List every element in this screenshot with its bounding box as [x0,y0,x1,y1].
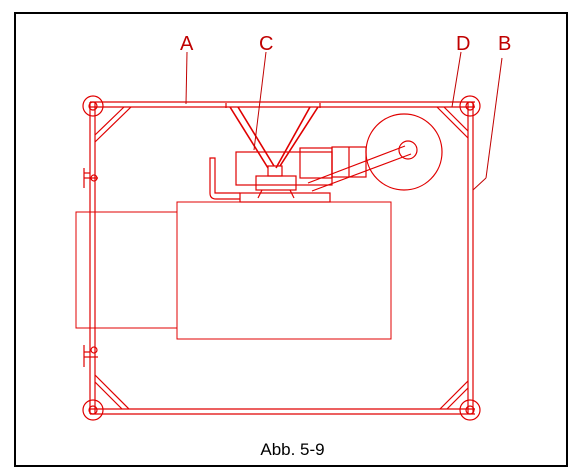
leader-a [185,51,188,105]
left-hinges [83,168,98,367]
leader-b-lower [472,177,487,191]
callout-a: A [180,33,194,55]
figure-caption: Abb. 5-9 [260,440,325,459]
leader-b-upper [485,57,503,179]
lifting-slings [225,103,321,169]
drive-reel [307,113,443,192]
lifting-eye-top-left [82,95,104,117]
figure-frame [14,12,568,467]
callout-d: D [456,33,470,55]
leader-c [253,51,267,151]
lifting-eye-top-right [459,95,481,117]
leader-d [451,51,462,108]
lifting-eye-bottom-right [459,399,481,421]
callout-b: B [498,33,511,55]
engine-unit [209,146,367,203]
base-frame [89,101,475,415]
corner-gussets [94,106,469,410]
callout-c: C [259,33,273,55]
generator-unit [75,201,392,340]
lifting-eye-bottom-left [82,399,104,421]
